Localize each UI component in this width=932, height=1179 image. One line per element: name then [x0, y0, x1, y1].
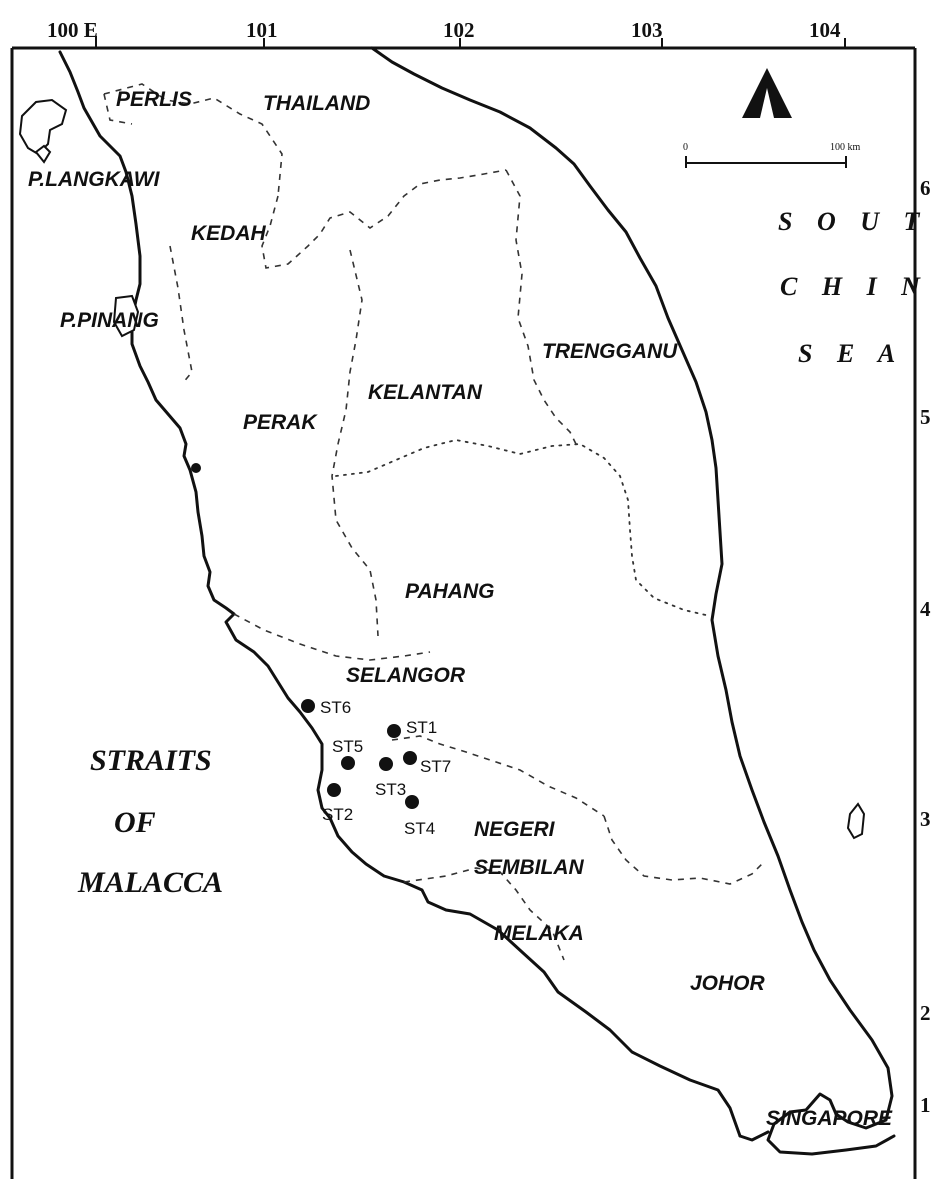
stations: ST1 ST2 ST3 ST4 ST5 ST6 ST7 [301, 698, 451, 838]
lon-tick-103: 103 [631, 18, 663, 42]
border-thailand [103, 83, 283, 197]
label-perak: PERAK [243, 411, 318, 434]
border-kelantan-pahang [335, 439, 711, 617]
east-coastline [370, 46, 894, 1130]
border-kedah-east [261, 169, 507, 269]
label-selangor: SELANGOR [346, 664, 466, 687]
station-st5-marker [341, 756, 355, 770]
longitude-ticks: 100 E 101 102 103 104 [47, 18, 841, 42]
label-south: S O U T H [778, 207, 932, 236]
label-pahang: PAHANG [405, 580, 494, 603]
langkawi-islet [34, 144, 52, 164]
label-kedah: KEDAH [191, 222, 267, 245]
lat-tick-3: 3 [920, 807, 931, 831]
label-sembilan: SEMBILAN [474, 856, 585, 879]
label-negeri: NEGERI [474, 818, 556, 841]
label-thailand: THAILAND [263, 92, 370, 115]
lat-tick-6: 6 [920, 176, 931, 200]
station-st5-label: ST5 [332, 737, 363, 756]
border-kedah-perak [169, 245, 193, 385]
scale-end-label: 100 km [830, 142, 861, 153]
label-china: C H I N A [780, 272, 932, 301]
station-st4-label: ST4 [404, 819, 435, 838]
station-st6-label: ST6 [320, 698, 351, 717]
station-st1-label: ST1 [406, 718, 437, 737]
border-perak-selangor [233, 613, 431, 661]
label-perlis: PERLIS [116, 88, 192, 111]
southern-tip-coast [738, 1130, 770, 1142]
station-st2-label: ST2 [322, 805, 353, 824]
pinang-island [112, 294, 140, 338]
label-sea: S E A [798, 339, 904, 368]
lat-tick-4: 4 [920, 597, 931, 621]
state-borders [103, 83, 765, 961]
label-pinang: P.PINANG [60, 309, 159, 332]
border-perlis [103, 93, 133, 125]
label-johor: JOHOR [690, 972, 766, 995]
station-st7-marker [403, 751, 417, 765]
scale-start-label: 0 [683, 142, 688, 153]
lon-tick-104: 104 [809, 18, 841, 42]
station-st1-marker [387, 724, 401, 738]
latitude-ticks: 6 5 4 3 2 1 [920, 176, 931, 1117]
west-coastline [58, 50, 742, 1138]
station-st6-marker [301, 699, 315, 713]
map-frame [10, 46, 917, 1179]
lat-tick-5: 5 [920, 405, 931, 429]
station-st3-marker [379, 757, 393, 771]
north-arrow-icon [742, 68, 792, 118]
label-straits: STRAITS [90, 744, 212, 777]
label-kelantan: KELANTAN [368, 381, 483, 404]
border-kelantan-trengganu [505, 169, 579, 449]
station-st3-label: ST3 [375, 780, 406, 799]
pangkor-island [191, 463, 201, 473]
langkawi-island [18, 98, 68, 156]
station-st7-label: ST7 [420, 757, 451, 776]
lat-tick-2: 2 [920, 1001, 931, 1025]
label-singapore: SINGAPORE [766, 1107, 893, 1130]
singapore-coast [766, 1092, 896, 1156]
longitude-tick-marks [95, 36, 846, 48]
station-st4-marker [405, 795, 419, 809]
scale-bar: 0 100 km [683, 142, 861, 168]
lon-tick-101: 101 [246, 18, 278, 42]
label-of: OF [114, 806, 156, 839]
tioman-island [846, 802, 866, 840]
lon-tick-100: 100 E [47, 18, 98, 42]
label-malacca: MALACCA [77, 866, 223, 899]
border-perak-kelantan [331, 249, 379, 637]
state-labels: PERLIS THAILAND P.LANGKAWI KEDAH P.PINAN… [28, 88, 893, 1130]
border-negeri-melaka [403, 867, 565, 961]
lon-tick-102: 102 [443, 18, 475, 42]
border-selangor-negeri [391, 735, 605, 817]
label-trengganu: TRENGGANU [542, 340, 678, 363]
station-st2-marker [327, 783, 341, 797]
border-pahang-johor [603, 815, 765, 885]
sea-labels: S O U T H C H I N A S E A STRAITS OF MAL… [77, 207, 932, 899]
label-melaka: MELAKA [494, 922, 584, 945]
lat-tick-1: 1 [920, 1093, 931, 1117]
label-langkawi: P.LANGKAWI [28, 168, 161, 191]
